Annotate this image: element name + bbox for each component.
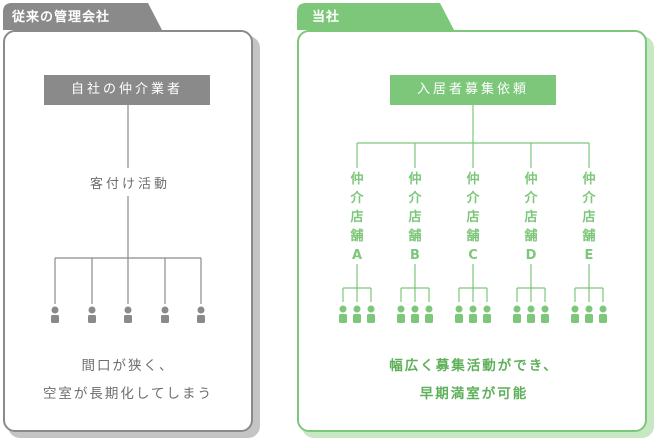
person-icon	[469, 305, 477, 323]
person-icon	[527, 305, 535, 323]
person-icon	[571, 305, 579, 323]
store-c-branch	[458, 264, 488, 302]
left-top-box: 自社の仲介業者	[44, 75, 210, 105]
person-icon	[425, 305, 433, 323]
left-caption-line-2: 空室が長期化してしまう	[42, 386, 214, 402]
store-b-branch	[400, 264, 430, 302]
person-icon	[599, 305, 607, 323]
person-icon	[541, 305, 549, 323]
left-caption-line-1: 間口が狭く、	[81, 358, 175, 374]
right-top-box: 入居者募集依頼	[390, 75, 556, 105]
person-icon	[197, 306, 205, 323]
person-icon	[51, 306, 59, 323]
left-caption: 間口が狭く、 空室が長期化してしまう	[20, 352, 236, 408]
person-icon	[513, 305, 521, 323]
person-icon	[367, 305, 375, 323]
person-icon	[411, 305, 419, 323]
store-a-branch	[342, 264, 372, 302]
person-icon	[339, 305, 347, 323]
person-icon	[455, 305, 463, 323]
person-icon	[161, 306, 169, 323]
left-middle-label: 客付け活動	[89, 177, 170, 192]
person-icon	[483, 305, 491, 323]
person-icon	[124, 306, 132, 323]
left-tab-title: 従来の管理会社	[12, 10, 111, 25]
person-icon	[353, 305, 361, 323]
right-caption-line-1: 幅広く募集活動ができ、	[389, 358, 559, 374]
right-caption: 幅広く募集活動ができ、 早期満室が可能	[360, 352, 588, 408]
person-icon	[585, 305, 593, 323]
store-e-branch	[574, 264, 604, 302]
right-caption-line-2: 早期満室が可能	[419, 386, 529, 402]
person-icon	[397, 305, 405, 323]
person-icon	[88, 306, 96, 323]
right-tab-title: 当社	[312, 10, 341, 25]
store-d-branch	[516, 264, 546, 302]
